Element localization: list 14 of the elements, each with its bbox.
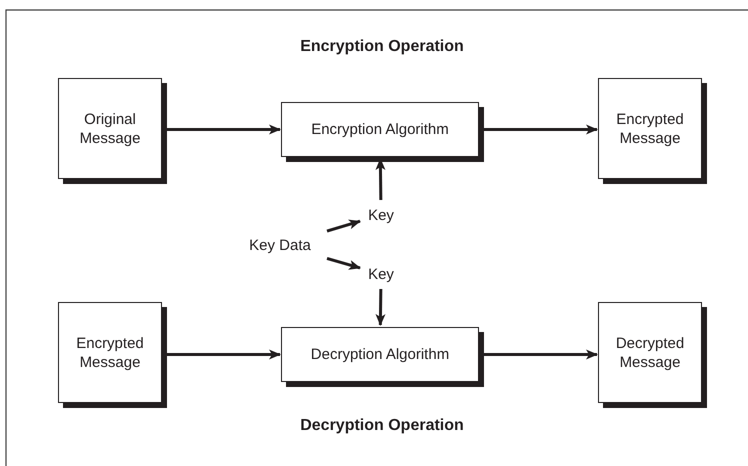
box-label: Decrypted Message	[614, 334, 686, 372]
box-label: Decryption Algorithm	[310, 345, 450, 364]
arrow	[376, 288, 386, 326]
section-heading: Encryption Operation	[300, 38, 464, 56]
key-label: Key Data	[249, 236, 311, 254]
arrow	[326, 220, 361, 232]
key-label: Key	[368, 206, 394, 224]
key-label: Key	[368, 264, 394, 284]
arrow	[326, 257, 361, 270]
box-label: Encrypted Message	[615, 110, 685, 148]
box-label: Encryption Algorithm	[311, 120, 449, 139]
box-label: Original Message	[78, 110, 142, 148]
section-heading: Decryption Operation	[300, 417, 464, 435]
box-label: Encrypted Message	[75, 334, 145, 372]
